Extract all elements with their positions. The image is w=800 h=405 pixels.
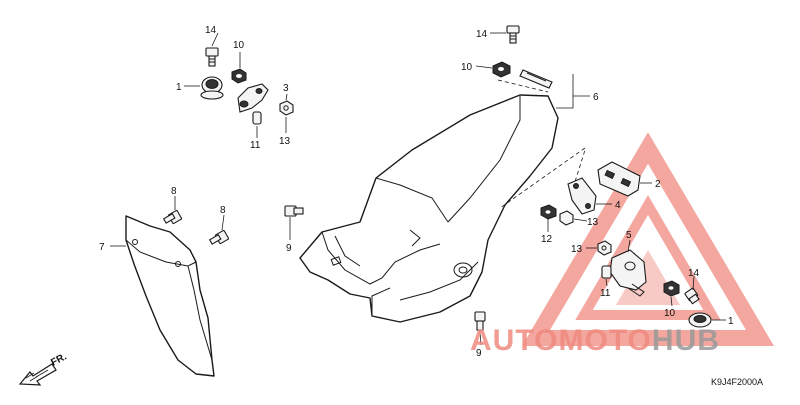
rear-fender [299,94,559,323]
watermark-brand-part1: AUTOMOTO [470,324,652,357]
grommet-1-upper-left [200,76,224,100]
collar-11-upper [252,111,262,125]
nut-13-upper [279,100,294,116]
nut-13-lower [597,240,612,256]
callout-6: 6 [593,92,599,103]
nut-10-top [492,61,511,78]
callout-8-right: 8 [220,205,226,216]
watermark-text: AUTOMOTOHUB [470,324,720,357]
callout-2: 2 [655,179,661,190]
bracket-5 [609,249,647,297]
callout-9-middle: 9 [286,243,292,254]
callout-8-left: 8 [171,186,177,197]
callout-11-lower: 11 [600,288,611,299]
callout-7: 7 [99,242,105,253]
callout-14-top: 14 [476,29,488,40]
callout-10-lower: 10 [664,308,676,319]
front-direction-arrow: FR. [18,351,69,386]
bolt-9-middle [284,205,304,217]
bolt-8-left [162,209,183,225]
callout-4: 4 [615,200,621,211]
collar-11-lower [601,265,612,279]
front-arrow-label: FR. [49,351,69,368]
leader-lines [110,32,726,346]
nut-13-near-4 [559,210,574,226]
callout-1-upper-left: 1 [176,82,182,93]
callout-13-lower: 13 [571,244,583,255]
callout-1-lower: 1 [728,316,734,327]
guide-lines [497,79,586,209]
callout-12: 12 [541,234,553,245]
callout-10-top: 10 [461,62,473,73]
nut-10-lower [663,280,680,297]
callout-9-lower: 9 [476,348,482,359]
nut-10-upper-left [231,68,247,84]
grommet-1-lower [688,312,712,328]
bolt-14-upper-left [205,47,219,67]
bracket-3 [237,83,269,113]
callout-14-lower: 14 [688,268,700,279]
nut-12 [540,204,557,220]
diagram-code: K9J4F2000A [711,377,763,387]
callout-3: 3 [283,83,289,94]
callout-numbers: 14 10 1 3 11 13 14 10 6 8 8 7 9 2 13 4 1… [99,25,734,359]
bracket-4 [567,177,597,215]
bracket-2 [597,161,641,197]
bolt-8-right [208,229,230,245]
callout-11-upper: 11 [250,140,261,151]
watermark-brand-part2: HUB [652,324,720,357]
fender-clip-strip [519,69,553,89]
bolt-14-top [506,25,520,44]
callout-14-upper-left: 14 [205,25,217,36]
bolt-9-lower [474,311,486,331]
callout-13-near-4: 13 [587,217,599,228]
callout-13-upper: 13 [279,136,291,147]
bolt-14-lower [684,287,700,305]
callout-10-upper-left: 10 [233,40,245,51]
watermark-logo [521,132,775,346]
callout-5: 5 [626,230,632,241]
svg-text:AUTOMOTOHUB: AUTOMOTOHUB [470,324,720,357]
splash-guard [125,215,215,377]
